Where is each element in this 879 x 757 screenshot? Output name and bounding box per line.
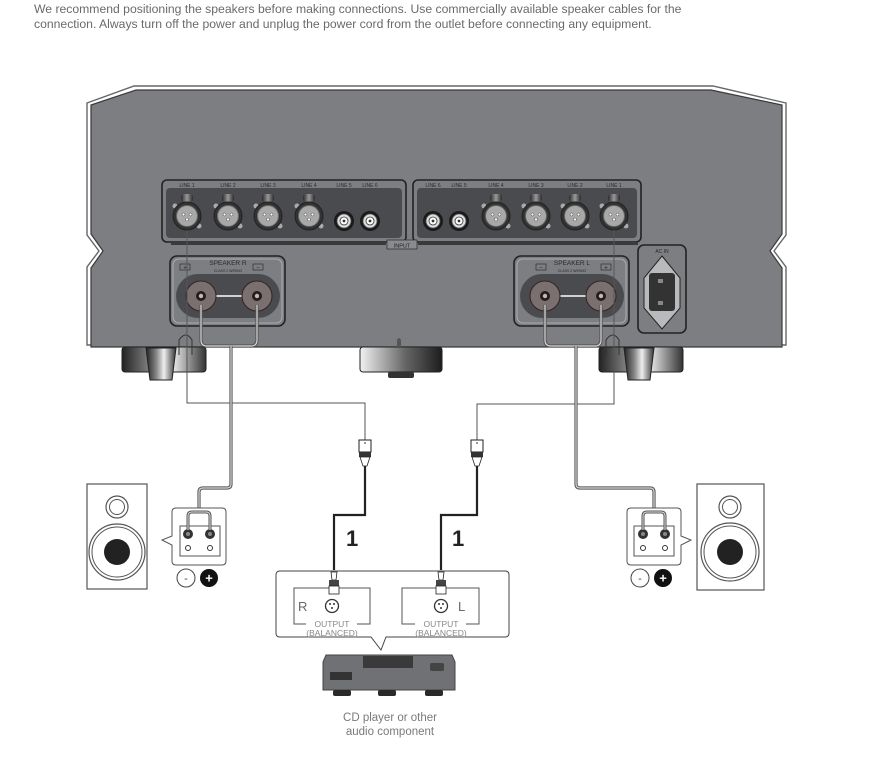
source-caption-line-2: audio component [345, 726, 435, 738]
speaker-cable-left [543, 305, 656, 508]
ac-in-label: AC IN [655, 249, 669, 255]
instructions-line-1: We recommend positioning the speakers be… [34, 2, 682, 16]
speaker-left-minus: - [184, 573, 188, 585]
amplifier-rear-panel: INPUT LINE 1 LINE 2 LINE 3 LINE 4 LINE 5… [86, 85, 787, 381]
input-tag-label: INPUT [394, 244, 411, 250]
source-caption: CD player or other audio component [300, 711, 480, 739]
xlr-plug-right-channel [358, 439, 372, 467]
speaker-left-cabinet [86, 483, 148, 590]
xlr-jack-left-line-4[interactable] [294, 194, 324, 231]
speaker-l-minus: − [539, 266, 543, 272]
speaker-left-plus: + [205, 571, 213, 586]
xlr-jack-left-line-2[interactable] [213, 194, 243, 231]
input-label-right-5: LINE 5 [451, 183, 467, 189]
speaker-l-plus: + [604, 266, 608, 272]
speaker-left-minus-badge [176, 568, 196, 588]
xlr-jack-left-line-1[interactable] [172, 194, 202, 231]
cable-marker-left: 1 [452, 526, 464, 551]
speaker-left-terminal-callout [160, 507, 227, 566]
xlr-jack-right-line-2[interactable] [560, 194, 590, 231]
rca-jack-right-line-5[interactable] [449, 211, 469, 231]
speaker-r-label: SPEAKER R [209, 260, 247, 267]
xlr-cable-black-right [332, 466, 367, 570]
instructions-line-2: connection. Always turn off the power an… [34, 17, 652, 31]
speaker-cable-right [197, 305, 259, 508]
input-label-right-2: LINE 2 [567, 183, 583, 189]
xlr-jack-right-line-3[interactable] [521, 194, 551, 231]
output-l-sublabel: (BALANCED) [415, 628, 467, 638]
xlr-output-r [324, 598, 340, 614]
speaker-right-terminal-callout [626, 507, 693, 566]
output-r-channel: R [298, 599, 307, 614]
speaker-right-minus-badge [630, 568, 650, 588]
ac-inlet: AC IN [637, 244, 687, 334]
speaker-l-sublabel: CLASS 2 WIRING [558, 269, 587, 273]
rca-jack-left-line-5[interactable] [334, 211, 354, 231]
rca-jack-right-line-6[interactable] [423, 211, 443, 231]
input-label-right-6: LINE 6 [425, 183, 441, 189]
speaker-right-minus: - [638, 573, 642, 585]
output-r-label: OUTPUT [315, 619, 350, 629]
xlr-cable-right-channel [186, 230, 366, 440]
rca-jack-left-line-6[interactable] [360, 211, 380, 231]
speaker-r-plus: + [183, 266, 187, 272]
input-label-right-3: LINE 3 [528, 183, 544, 189]
xlr-plug-left-channel [470, 439, 484, 467]
xlr-jack-right-line-4[interactable] [481, 194, 511, 231]
speaker-r-minus: − [256, 266, 260, 272]
cd-player-device [322, 654, 456, 696]
speaker-r-sublabel: CLASS 2 WIRING [214, 269, 243, 273]
output-l-channel: L [458, 599, 465, 614]
xlr-jack-left-line-3[interactable] [253, 194, 283, 231]
speaker-left-plus-badge [200, 569, 218, 587]
input-label-right-4: LINE 4 [488, 183, 504, 189]
cable-marker-right: 1 [346, 526, 358, 551]
speaker-l-terminal: SPEAKER L CLASS 2 WIRING − + [513, 255, 630, 327]
amplifier-feet [121, 334, 684, 381]
input-label-left-4: LINE 4 [301, 183, 317, 189]
xlr-cable-black-left [439, 466, 479, 570]
source-caption-line-1: CD player or other [343, 712, 437, 724]
xlr-jack-right-line-1[interactable] [599, 194, 629, 231]
xlr-output-l [433, 598, 449, 614]
input-label-left-3: LINE 3 [260, 183, 276, 189]
input-label-right-1: LINE 1 [606, 183, 622, 189]
input-label-left-1: LINE 1 [179, 183, 195, 189]
output-r-sublabel: (BALANCED) [306, 628, 358, 638]
input-tag [386, 239, 418, 250]
speaker-right-plus-badge [654, 569, 672, 587]
speaker-right-plus: + [659, 571, 667, 586]
xlr-cable-left-channel [476, 230, 615, 440]
input-label-left-5: LINE 5 [336, 183, 352, 189]
speaker-right-cabinet [696, 483, 765, 591]
input-label-left-6: LINE 6 [362, 183, 378, 189]
output-l-label: OUTPUT [424, 619, 459, 629]
input-label-left-2: LINE 2 [220, 183, 236, 189]
speaker-l-label: SPEAKER L [554, 260, 591, 267]
source-output-callout: R OUTPUT (BALANCED) L OUTPUT (BALANCED) [275, 570, 510, 652]
instructions-text: We recommend positioning the speakers be… [34, 2, 854, 32]
